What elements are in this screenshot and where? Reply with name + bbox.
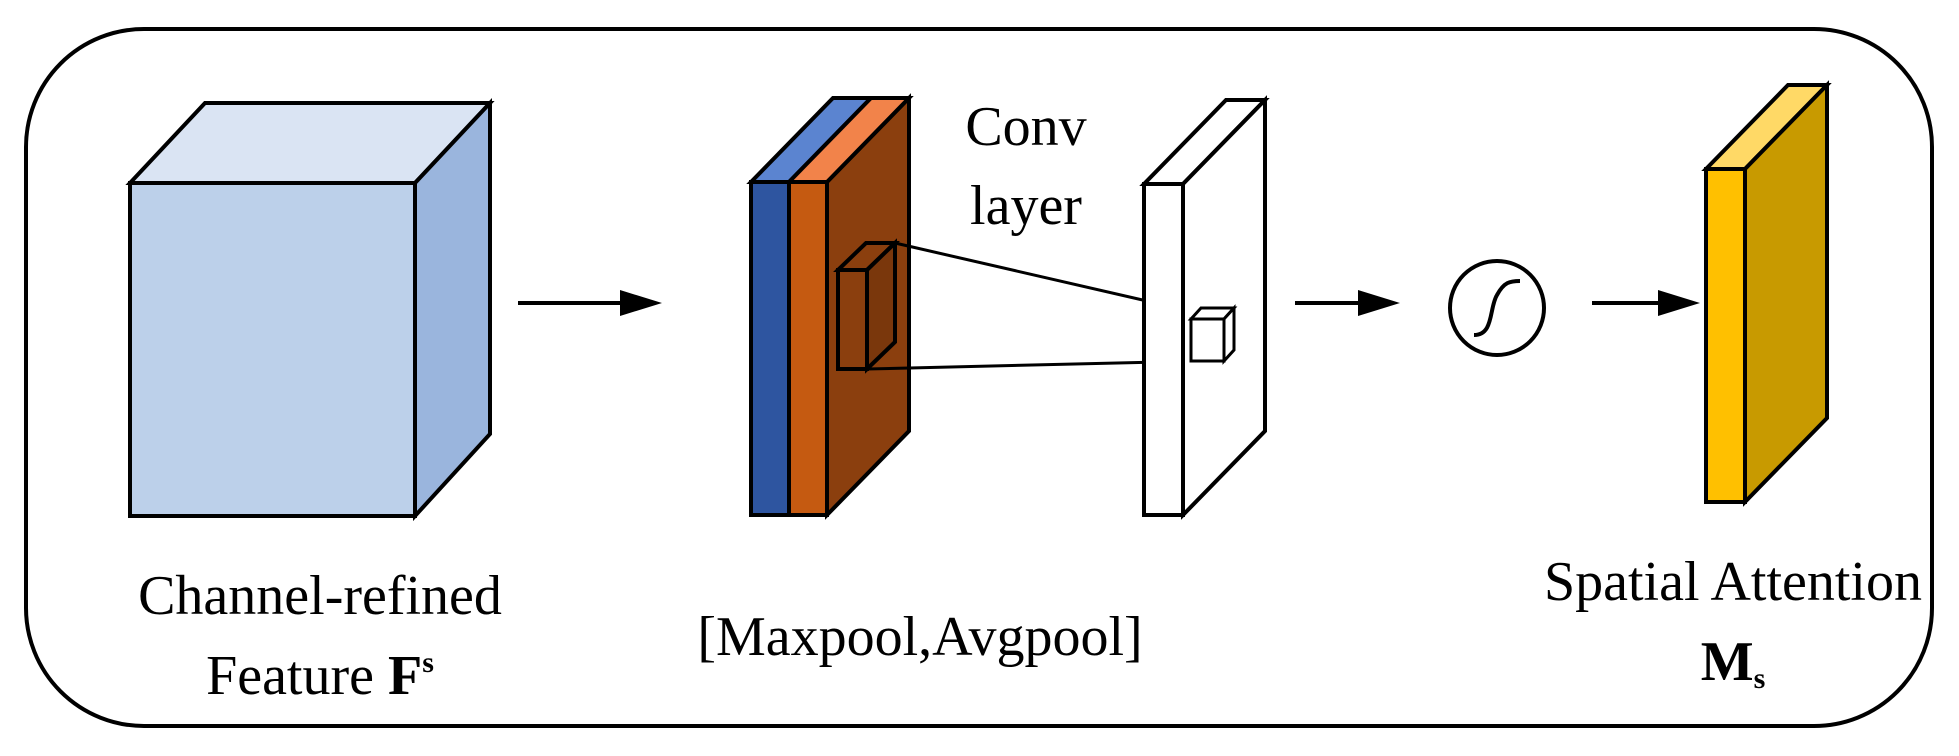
output-symbol: M (1701, 631, 1754, 693)
avgpool-front-face (787, 180, 829, 517)
maxpool-front-face (749, 180, 791, 517)
diagram-frame (24, 27, 1934, 728)
receptive-field-box (833, 238, 900, 374)
input-symbol: F (388, 645, 422, 707)
conv-kernel-cube (1187, 304, 1238, 365)
output-symbol-sub: s (1754, 662, 1766, 695)
pooled-feature-maps (746, 93, 914, 520)
conv-layer-slab (1139, 95, 1270, 520)
output-label-line1: Spatial Attention (1544, 551, 1922, 613)
input-label-prefix: Feature (206, 645, 388, 707)
output-front-face (1704, 167, 1747, 504)
input-cube-front (128, 181, 417, 518)
conv-front-face (1142, 182, 1185, 517)
arrow-sigmoid-to-output (1592, 290, 1700, 316)
arrow-conv-to-sigmoid (1295, 290, 1400, 316)
conv-label-line2: layer (970, 175, 1082, 237)
input-label-line1: Channel-refined (138, 565, 502, 627)
sigmoid-icon (1448, 259, 1546, 357)
spatial-attention-map (1701, 80, 1832, 507)
input-label-line2: Feature Fs (206, 645, 434, 707)
arrow-input-to-pool (518, 290, 662, 316)
pool-label: [Maxpool,Avgpool] (697, 606, 1142, 668)
output-label-line2: Ms (1701, 631, 1766, 695)
input-symbol-sup: s (422, 646, 434, 679)
conv-label-line1: Conv (965, 96, 1086, 158)
input-feature-cube (125, 97, 495, 522)
